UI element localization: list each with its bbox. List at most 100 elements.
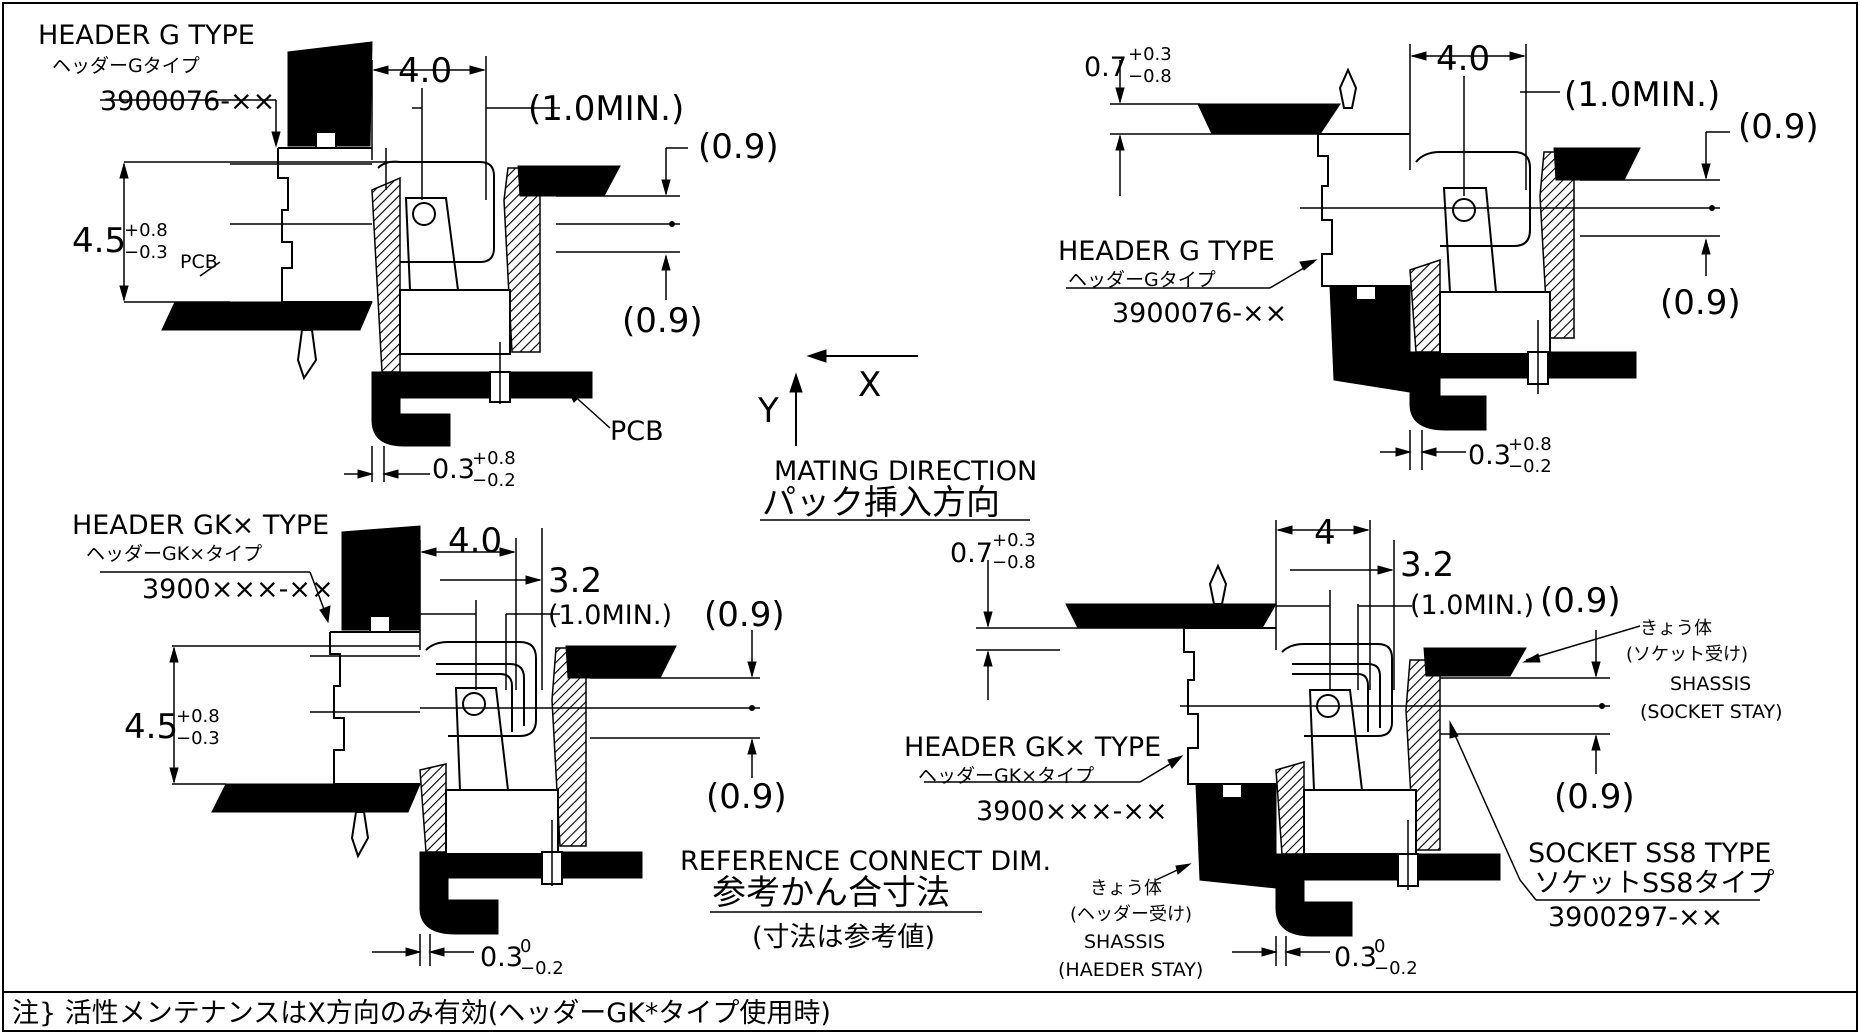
- view-top-left: HEADER G TYPE ヘッダーGタイプ 3900076-×× 4.0 (1…: [38, 20, 779, 491]
- reference-note: (寸法は参考値): [752, 922, 935, 953]
- header-gk-part-number: 3900×××-××: [142, 574, 334, 605]
- dim-0-9-bottom: (0.9): [706, 777, 787, 817]
- chassis-header-label-en: SHASSIS: [1084, 931, 1165, 953]
- chassis-header-label-en2: (HAEDER STAY): [1058, 959, 1203, 981]
- dim-0-3: 0.3: [480, 942, 523, 973]
- chassis-socket-label-en: SHASSIS: [1670, 673, 1751, 695]
- chassis-plate-top: [1065, 603, 1277, 629]
- dim-1-0-min: (1.0MIN.): [1564, 75, 1720, 115]
- guide-pin: [1338, 67, 1358, 109]
- chassis-plate-top: [1197, 103, 1341, 135]
- header-gk-part-number: 3900×××-××: [976, 796, 1168, 827]
- dim-0-7-plus: +0.3: [1128, 44, 1172, 65]
- socket-body: [1275, 643, 1527, 937]
- dim-1-0-min: (1.0MIN.): [548, 600, 672, 631]
- dim-0-9-top: (0.9): [704, 595, 785, 635]
- header-g-label-en: HEADER G TYPE: [1058, 236, 1275, 267]
- dimension-lines-tl: [100, 56, 688, 482]
- dim-0-9-top: (0.9): [1738, 107, 1819, 147]
- dim-1-0-min: (1.0MIN.): [528, 89, 684, 129]
- header-g-label-jp: ヘッダーGタイプ: [52, 55, 200, 77]
- chassis-socket-label-jp: きょう体: [1640, 618, 1712, 639]
- dimension-lines-bl: [100, 528, 760, 966]
- dimension-lines-br: [924, 520, 1760, 966]
- dim-4-0: 4.0: [1436, 39, 1490, 79]
- header-g-label-en: HEADER G TYPE: [38, 20, 255, 51]
- dim-0-9-bottom: (0.9): [1554, 777, 1635, 817]
- dim-0-3-minus: −0.2: [520, 958, 564, 979]
- dim-0-9-bottom: (0.9): [622, 301, 703, 341]
- view-bottom-right: 0.7 +0.3 −0.8 4 3.2 (1.0MIN.) (0.9) (0.9…: [904, 513, 1783, 981]
- socket-ss8-label-jp: ソケットSS8タイプ: [1534, 868, 1774, 899]
- guide-pin: [350, 811, 370, 859]
- dim-0-7-plus: +0.3: [992, 530, 1036, 551]
- dim-0-3: 0.3: [1334, 942, 1377, 973]
- dim-0-3-minus: −0.2: [472, 470, 516, 491]
- pcb-label-right: PCB: [610, 416, 664, 447]
- dim-0-9-bottom: (0.9): [1660, 283, 1741, 323]
- dim-4-5: 4.5: [72, 221, 126, 261]
- mating-direction-en: MATING DIRECTION: [774, 456, 1037, 487]
- dim-0-7-minus: −0.8: [992, 552, 1036, 573]
- dim-0-3-plus: 0: [520, 936, 531, 957]
- dim-0-7-minus: −0.8: [1128, 66, 1172, 87]
- view-bottom-left: HEADER GK× TYPE ヘッダーGK×タイプ 3900×××-×× 4.…: [72, 510, 787, 979]
- dim-4-0: 4.0: [448, 521, 502, 561]
- dim-4-5-plus: +0.8: [124, 220, 168, 241]
- socket-body: [1409, 147, 1641, 431]
- dim-0-3-minus: −0.2: [1374, 958, 1418, 979]
- dimension-lines-tr: [1066, 44, 1730, 470]
- dim-0-7: 0.7: [950, 538, 993, 569]
- header-g-connector: [1317, 133, 1411, 393]
- dim-4-5-minus: −0.3: [124, 242, 168, 263]
- chassis-socket-label-jp2: (ソケット受け): [1626, 644, 1748, 665]
- dim-4-5: 4.5: [124, 707, 178, 747]
- view-top-right: 0.7 +0.3 −0.8 4.0 (1.0MIN.) (0.9) (0.9) …: [1058, 39, 1819, 477]
- dim-0-3: 0.3: [432, 454, 475, 485]
- dim-0-3: 0.3: [1468, 440, 1511, 471]
- dim-0-3-minus: −0.2: [1508, 456, 1552, 477]
- axis-y-label: Y: [757, 391, 779, 431]
- chassis-socket-label-en2: (SOCKET STAY): [1640, 701, 1783, 723]
- header-gk-label-en: HEADER GK× TYPE: [72, 510, 329, 541]
- pcb-left: [161, 301, 373, 331]
- reference-connect-dim-en: REFERENCE CONNECT DIM.: [680, 846, 1051, 877]
- pcb-label-left: PCB: [180, 251, 218, 273]
- header-g-label-jp: ヘッダーGタイプ: [1068, 269, 1216, 291]
- mating-direction-block: X Y MATING DIRECTION パック挿入方向: [757, 349, 1037, 523]
- guide-pin: [296, 329, 318, 381]
- dim-4-5-plus: +0.8: [176, 706, 220, 727]
- dim-1-0-min: (1.0MIN.): [1410, 590, 1534, 621]
- header-g-part-number: 3900076-××: [100, 86, 275, 117]
- chassis-header-label-jp: きょう体: [1090, 878, 1162, 899]
- header-gk-label-jp: ヘッダーGK×タイプ: [86, 543, 262, 565]
- dim-0-9-top: (0.9): [1540, 581, 1621, 621]
- axis-x-label: X: [858, 365, 881, 405]
- x-arrow-icon: [806, 349, 827, 363]
- dim-0-7: 0.7: [1084, 52, 1127, 83]
- pcb-left: [211, 783, 421, 813]
- dim-3-2: 3.2: [1400, 545, 1454, 585]
- dim-3-2: 3.2: [548, 561, 602, 601]
- dim-0-3-plus: 0: [1374, 936, 1385, 957]
- guide-pin: [1208, 563, 1228, 605]
- dim-0-3-plus: +0.8: [1508, 434, 1552, 455]
- dim-0-3-plus: +0.8: [472, 448, 516, 469]
- dim-4-5-minus: −0.3: [176, 728, 220, 749]
- header-gk-connector: [310, 525, 421, 785]
- header-g-connector: [230, 41, 373, 303]
- chassis-header-label-jp2: (ヘッダー受け): [1070, 904, 1192, 925]
- reference-connect-dim-jp: 参考かん合寸法: [712, 873, 950, 913]
- socket-ss8-label-en: SOCKET SS8 TYPE: [1528, 838, 1771, 869]
- socket-body: [371, 148, 621, 447]
- dim-0-9-top: (0.9): [698, 127, 779, 167]
- footnote: 注} 活性メンテナンスはX方向のみ有効(ヘッダーGK*タイプ使用時): [12, 998, 831, 1029]
- header-gk-connector: [1183, 627, 1277, 889]
- socket-ss8-part-number: 3900297-××: [1548, 902, 1723, 933]
- header-gk-label-en: HEADER GK× TYPE: [904, 732, 1161, 763]
- socket-body: [419, 641, 677, 935]
- y-arrow-icon: [789, 372, 803, 393]
- header-g-part-number: 3900076-××: [1112, 298, 1287, 329]
